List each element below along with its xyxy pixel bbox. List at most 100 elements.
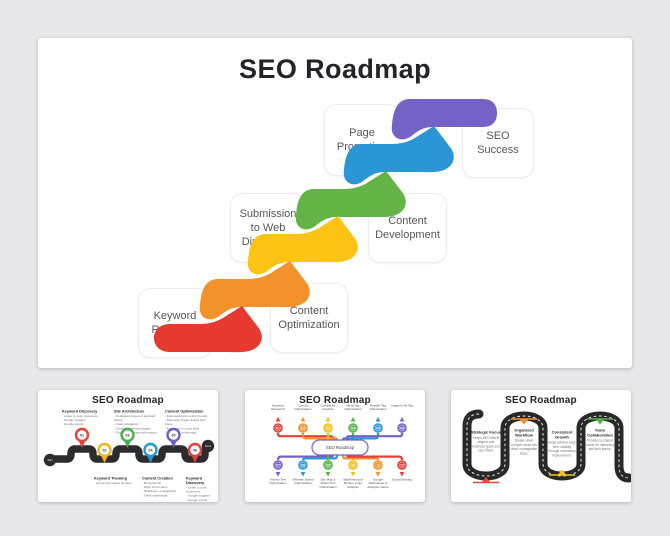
marker-organized-workflow bbox=[511, 418, 537, 425]
map-pin-3: 03 bbox=[120, 427, 135, 448]
item-body: Helps achieve long-term visibility throu… bbox=[547, 441, 577, 458]
section-bullet: Be authentic bbox=[142, 482, 184, 486]
marker-tip-icon bbox=[596, 419, 604, 425]
t2-top-label-5: Header Tag Optimization bbox=[369, 404, 387, 412]
t2-bottom-label-4: Backlinks and Broken Links Analysis bbox=[343, 478, 363, 489]
start-node: Start bbox=[43, 453, 57, 467]
section-bullet: Write for humans bbox=[142, 486, 184, 490]
stop-circle bbox=[298, 423, 308, 433]
pin-ring bbox=[74, 427, 90, 443]
step-card-content-development: Content Development bbox=[368, 193, 447, 263]
slide-thumbnail-road-pins[interactable]: SEO Roadmap Keyword Discovery Listen to … bbox=[38, 390, 218, 502]
section-bullet: Think multimedia bbox=[142, 494, 184, 498]
down-arrow-icon bbox=[275, 472, 281, 477]
stop-ring bbox=[398, 461, 406, 469]
section-bullet: Cross-link relevant pages bbox=[114, 427, 162, 431]
section-heading: Keyword Discovery bbox=[186, 476, 205, 485]
stop-number: 08 bbox=[301, 463, 305, 467]
t2-top-label-3: Competitor Analysis bbox=[320, 404, 336, 412]
section-bullet: Meta title, Pages linked from home bbox=[165, 419, 213, 427]
stop-number: 03 bbox=[326, 426, 330, 430]
t2-bottom-label-1: Anchor Text Optimization bbox=[269, 478, 287, 486]
map-pin-5: 05 bbox=[166, 427, 181, 448]
thumb3-title: SEO Roadmap bbox=[505, 395, 577, 406]
stop-number: 04 bbox=[351, 426, 355, 430]
t2-top-label-1: Keyword Research bbox=[271, 404, 285, 412]
stop-ring bbox=[274, 461, 282, 469]
stop-ring bbox=[324, 424, 332, 432]
pill-label: SEO Roadmap bbox=[326, 445, 355, 450]
t1-bottom-section-2: Content Creation Be authentic Write for … bbox=[142, 476, 184, 520]
connector-line bbox=[276, 454, 335, 461]
stop-number: 10 bbox=[351, 463, 355, 467]
section-bullet: Google trends bbox=[186, 498, 216, 502]
stop-circle bbox=[397, 423, 407, 433]
slide-thumbnail-snake-road[interactable]: SEO Roadmap Strateg bbox=[451, 390, 631, 502]
section-heading: Site Architecture bbox=[114, 409, 145, 414]
connector-line bbox=[301, 454, 339, 461]
step-card-keyword-research: Keyword Research bbox=[138, 288, 212, 358]
t1-top-section-1: Keyword Discovery Listen to your custome… bbox=[62, 409, 110, 445]
stop-number: 06 bbox=[400, 426, 404, 430]
slide-thumbnail-subway-map[interactable]: SEO Roadmap Keyword Research Content Opt… bbox=[245, 390, 425, 502]
marker-tip-icon bbox=[558, 469, 566, 475]
pin-ring bbox=[97, 442, 112, 458]
t2-bottom-label-5: Google Webmaster & Analytics Setup bbox=[367, 478, 389, 489]
pin-pointer bbox=[170, 441, 177, 448]
thumb1-title: SEO Roadmap bbox=[92, 395, 164, 406]
step-label: Keyword Research bbox=[151, 309, 199, 336]
stop-ring bbox=[299, 424, 307, 432]
step-label: Submission to Web Directories bbox=[239, 207, 297, 249]
t1-top-section-2: Site Architecture Dedicated page per key… bbox=[114, 409, 162, 461]
pin-pointer bbox=[192, 456, 198, 463]
map-pin-6: 06 bbox=[187, 442, 203, 463]
marker-consistent-growth bbox=[549, 469, 575, 476]
item-body: Breaks down complex tasks into clear, ma… bbox=[510, 439, 538, 456]
section-bullet: Dedicated page per keyword theme bbox=[114, 415, 162, 423]
t2-top-label-6: Image in Alt Tag bbox=[391, 404, 413, 408]
connector-line bbox=[341, 454, 380, 461]
step-label: Content Optimization bbox=[278, 304, 340, 331]
step-label: Content Development bbox=[375, 214, 440, 241]
stop-number: 05 bbox=[376, 426, 380, 430]
pin-ring bbox=[143, 442, 158, 458]
stop-circle bbox=[397, 460, 407, 470]
down-arrow-icon bbox=[350, 472, 356, 477]
marker-team-collaboration bbox=[587, 418, 613, 425]
stop-number: 02 bbox=[301, 426, 305, 430]
main-slide-preview: SEO Roadmap Keyword Research Content Opt… bbox=[38, 38, 632, 368]
section-bullet: Keywords in title tags bbox=[165, 431, 213, 435]
section-bullet: Google trends bbox=[62, 423, 110, 427]
connector-line bbox=[345, 454, 404, 461]
snake-road-graphic bbox=[462, 409, 631, 484]
t3-item-2: Organized Workflow Breaks down complex t… bbox=[509, 428, 539, 484]
stop-number: 11 bbox=[376, 463, 380, 467]
map-pin-2: 02 bbox=[97, 442, 112, 463]
item-body: Keeps SEO efforts aligned with business … bbox=[472, 436, 500, 453]
pin-ring bbox=[187, 442, 203, 458]
step-card-content-optimization: Content Optimization bbox=[270, 283, 348, 353]
down-arrow-icon bbox=[375, 472, 381, 477]
t1-bottom-section-1: Keyword Theming Group into logical bucke… bbox=[94, 476, 138, 495]
pin-ring bbox=[120, 427, 135, 443]
stop-number: 09 bbox=[326, 463, 330, 467]
step-card-page-promotion: Page Promotion bbox=[324, 104, 400, 176]
item-heading: Consistent Growth bbox=[551, 430, 573, 440]
t2-bottom-label-6: Social Sharing bbox=[392, 478, 412, 482]
marker-strategic-focus bbox=[473, 477, 499, 484]
t3-item-1: Strategic Focus Keeps SEO efforts aligne… bbox=[471, 430, 501, 476]
stop-ring bbox=[374, 424, 382, 432]
start-dot bbox=[43, 453, 57, 467]
map-pin-1: 01 bbox=[74, 427, 90, 448]
pin-number: 05 bbox=[172, 433, 176, 437]
stop-number: 07 bbox=[276, 463, 280, 467]
end-node: End bbox=[201, 439, 215, 453]
pin-number: 03 bbox=[126, 433, 130, 437]
road-path bbox=[46, 445, 209, 463]
road-centerline bbox=[466, 413, 630, 479]
center-pill: SEO Roadmap bbox=[311, 439, 369, 456]
stop-number: 12 bbox=[400, 463, 404, 467]
pin-number: 04 bbox=[149, 448, 153, 452]
up-arrow-icon bbox=[399, 417, 405, 422]
stop-ring bbox=[374, 461, 382, 469]
